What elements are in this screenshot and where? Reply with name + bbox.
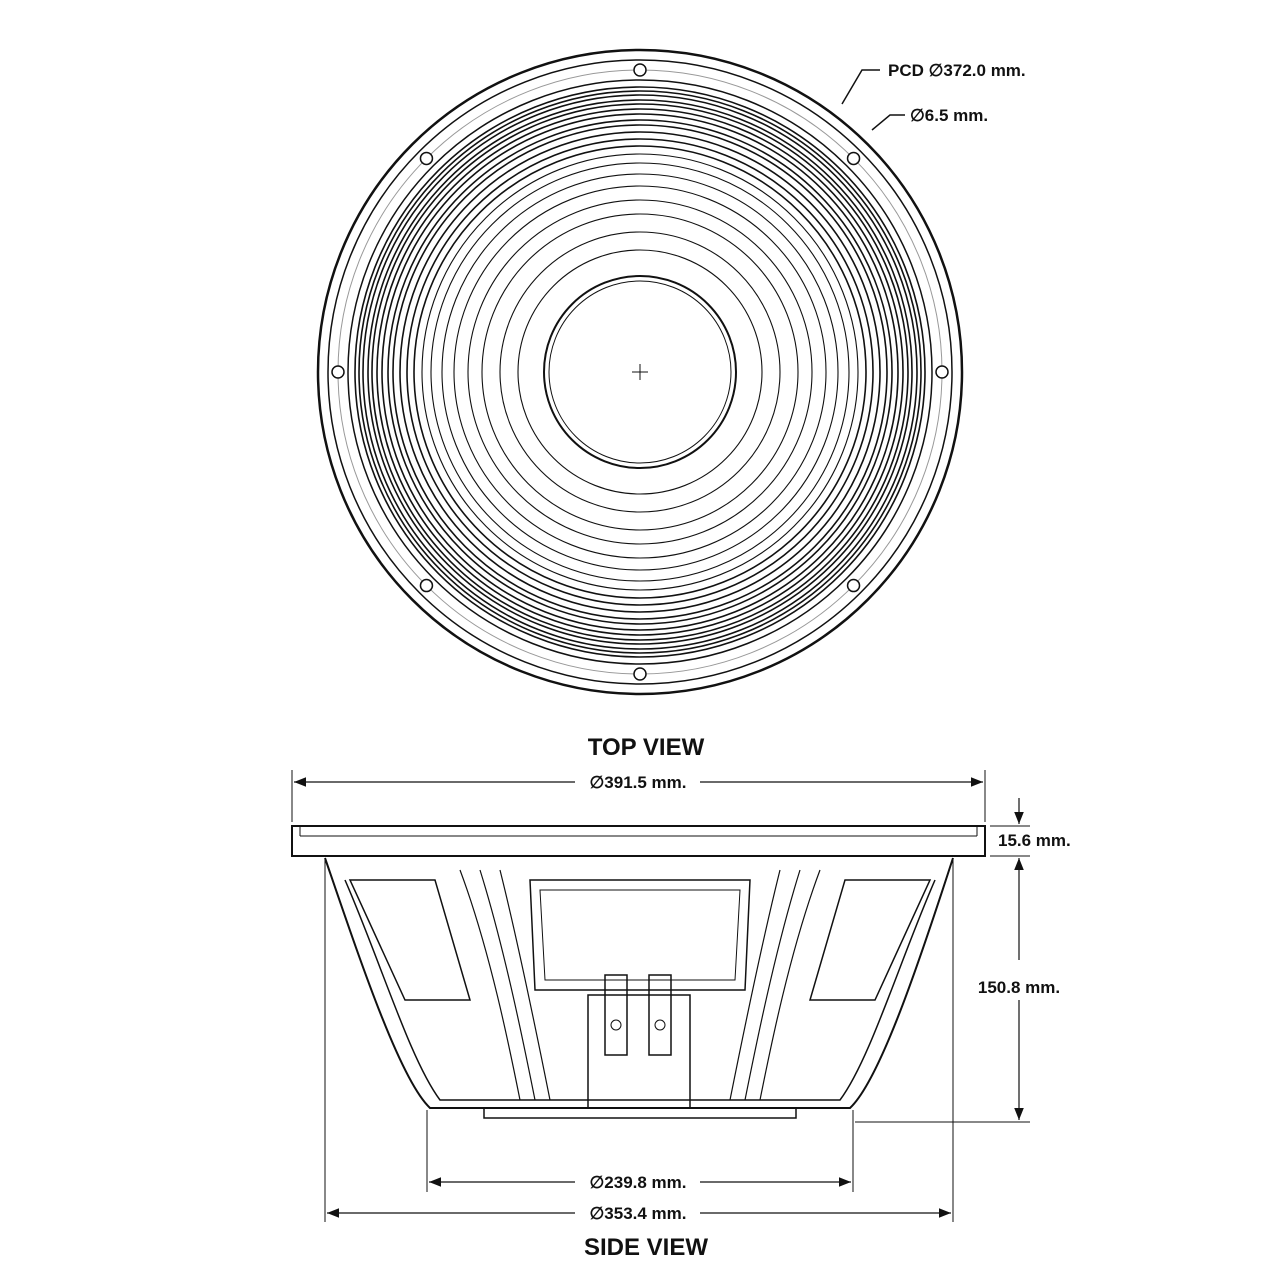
depth-label: 150.8 mm. — [978, 978, 1060, 997]
surround-ring — [376, 108, 904, 636]
mounting-hole — [419, 578, 434, 593]
surround-ring — [517, 249, 763, 495]
surround-ring — [381, 113, 899, 631]
mounting-hole — [846, 151, 861, 166]
surround-ring — [358, 90, 922, 654]
side-view: ∅391.5 mm. 15.6 mm. 150.8 mm. ∅239.8 mm.… — [291, 770, 1071, 1261]
flange — [291, 825, 986, 857]
mounting-hole — [633, 667, 647, 681]
side-view-title: SIDE VIEW — [584, 1234, 708, 1261]
mounting-holes — [331, 63, 949, 681]
dust-cap — [543, 275, 737, 469]
magnet — [483, 1107, 797, 1119]
mounting-hole — [419, 151, 434, 166]
surround-ring — [399, 131, 881, 613]
surround-ring — [499, 231, 781, 513]
mounting-hole — [935, 365, 949, 379]
surround-ring — [367, 99, 913, 645]
surround-ring — [354, 86, 926, 658]
mounting-hole — [846, 578, 861, 593]
hole-dimension-label: ∅6.5 mm. — [910, 106, 988, 125]
terminal-block — [587, 994, 691, 1109]
top-view: PCD ∅372.0 mm. ∅6.5 mm. TOP VIEW — [316, 48, 1026, 761]
surround-ring — [430, 162, 850, 582]
terminal-positive — [648, 974, 672, 1056]
frame-outer-edge — [316, 48, 964, 696]
pcd-dimension-label: PCD ∅372.0 mm. — [888, 61, 1026, 80]
surround-ring — [362, 94, 918, 650]
flange-height-label: 15.6 mm. — [998, 831, 1071, 850]
surround-ring — [453, 185, 827, 559]
center-mark-icon — [632, 364, 648, 380]
basket — [324, 857, 954, 1109]
surround-ring — [481, 213, 799, 531]
mounting-hole — [331, 365, 345, 379]
surround-ring — [467, 199, 813, 545]
surround-ring — [406, 138, 874, 606]
top-view-title: TOP VIEW — [588, 734, 705, 761]
mounting-hole — [633, 63, 647, 77]
surround-ring — [387, 119, 893, 625]
surround-rings — [354, 86, 926, 658]
surround-ring — [392, 124, 888, 620]
surround-ring — [371, 103, 909, 641]
magnet-diameter-label: ∅239.8 mm. — [589, 1173, 686, 1192]
surround-ring — [413, 145, 867, 599]
outer-diameter-label: ∅391.5 mm. — [589, 773, 686, 792]
terminal-negative — [604, 974, 628, 1056]
surround-ring — [421, 153, 859, 591]
surround-ring — [441, 173, 839, 571]
cutout-diameter-label: ∅353.4 mm. — [589, 1204, 686, 1223]
